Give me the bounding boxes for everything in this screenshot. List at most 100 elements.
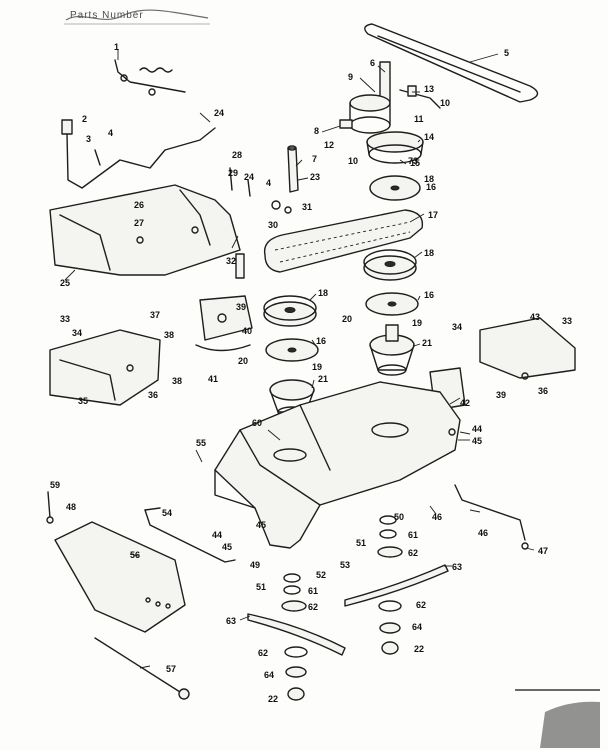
blade-stack-left-part [247, 573, 346, 701]
left-rod-part [144, 507, 236, 563]
callout-73: 73 [408, 156, 418, 166]
callout-18: 18 [318, 288, 328, 298]
callout-49: 49 [250, 560, 260, 570]
callout-38: 38 [172, 376, 182, 386]
callout-45: 45 [256, 520, 266, 530]
callout-33: 33 [60, 314, 70, 324]
callout-61: 61 [408, 530, 418, 540]
callout-51: 51 [256, 582, 266, 592]
callout-39: 39 [496, 390, 506, 400]
gear-part-right [363, 249, 417, 281]
callout-33: 33 [562, 316, 572, 326]
callout-62: 62 [408, 548, 418, 558]
callout-46: 46 [478, 528, 488, 538]
callout-15: 15 [410, 158, 420, 168]
callout-42: 42 [460, 398, 470, 408]
callout-40: 40 [242, 326, 252, 336]
callout-38: 38 [164, 330, 174, 340]
spindle-pulley-assembly-part [339, 61, 441, 134]
callout-16: 16 [424, 290, 434, 300]
callout-8: 8 [314, 126, 319, 136]
callout-47: 47 [538, 546, 548, 556]
leader-lines [64, 50, 535, 669]
callout-53: 53 [340, 560, 350, 570]
header-scribble [64, 9, 210, 25]
callout-46: 46 [432, 512, 442, 522]
callout-62: 62 [308, 602, 318, 612]
callout-18: 18 [424, 174, 434, 184]
bracket-assembly-part [49, 184, 241, 276]
mower-deck-housing-part [214, 381, 461, 549]
callout-labels: 1 2 3 4 4 5 6 7 8 9 10 10 11 12 13 14 15… [50, 42, 572, 704]
callout-45: 45 [472, 436, 482, 446]
callout-48: 48 [66, 502, 76, 512]
chain-belt-part [263, 209, 424, 273]
callout-44: 44 [472, 424, 482, 434]
callout-24: 24 [214, 108, 224, 118]
callout-31: 31 [302, 202, 312, 212]
callout-62: 62 [258, 648, 268, 658]
callout-44: 44 [212, 530, 222, 540]
discharge-chute-part [54, 521, 186, 633]
callout-55: 55 [196, 438, 206, 448]
spindle-pulley-part [366, 131, 424, 164]
callout-3: 3 [86, 134, 91, 144]
callout-19: 19 [312, 362, 322, 372]
callout-2: 2 [82, 114, 87, 124]
callout-1: 1 [114, 42, 119, 52]
callout-43: 43 [530, 312, 540, 322]
callout-7: 7 [312, 154, 317, 164]
callout-25: 25 [60, 278, 70, 288]
callout-45: 45 [222, 542, 232, 552]
callout-63: 63 [226, 616, 236, 626]
callout-13: 13 [424, 84, 434, 94]
callout-27: 27 [134, 218, 144, 228]
callout-35: 35 [78, 396, 88, 406]
bolt-part-left [46, 491, 54, 524]
callout-22: 22 [414, 644, 424, 654]
disc-part-right [365, 292, 419, 316]
callout-20: 20 [342, 314, 352, 324]
callout-54: 54 [162, 508, 172, 518]
callout-4: 4 [266, 178, 271, 188]
callout-10: 10 [348, 156, 358, 166]
callout-24: 24 [244, 172, 254, 182]
callout-26: 26 [134, 200, 144, 210]
callout-4: 4 [108, 128, 113, 138]
callout-16: 16 [316, 336, 326, 346]
callout-51: 51 [356, 538, 366, 548]
callout-36: 36 [148, 390, 158, 400]
callout-57: 57 [166, 664, 176, 674]
lift-rod-part [61, 119, 216, 189]
disc-part-left [265, 338, 319, 362]
callout-56: 56 [130, 550, 140, 560]
callout-29: 29 [228, 168, 238, 178]
callout-21: 21 [422, 338, 432, 348]
callout-62: 62 [416, 600, 426, 610]
callout-32: 32 [226, 256, 236, 266]
callout-64: 64 [412, 622, 422, 632]
spring-link-part [114, 59, 186, 96]
tube-part [287, 145, 299, 193]
callout-64: 64 [264, 670, 274, 680]
long-rod-part [94, 637, 190, 700]
callout-17: 17 [428, 210, 438, 220]
blade-stack-right-part [344, 515, 449, 655]
page-edge-mark [515, 689, 600, 748]
callout-60: 60 [252, 418, 262, 428]
callout-19: 19 [412, 318, 422, 328]
callout-37: 37 [150, 310, 160, 320]
left-mount-bracket-part [49, 329, 161, 406]
callout-30: 30 [268, 220, 278, 230]
right-rod-part [448, 428, 529, 550]
callout-10: 10 [440, 98, 450, 108]
callout-28: 28 [232, 150, 242, 160]
callout-41: 41 [208, 374, 218, 384]
small-hardware-part [229, 167, 292, 279]
disc-part-upper [369, 175, 421, 201]
callout-59: 59 [50, 480, 60, 490]
callout-23: 23 [310, 172, 320, 182]
callout-14: 14 [424, 132, 434, 142]
